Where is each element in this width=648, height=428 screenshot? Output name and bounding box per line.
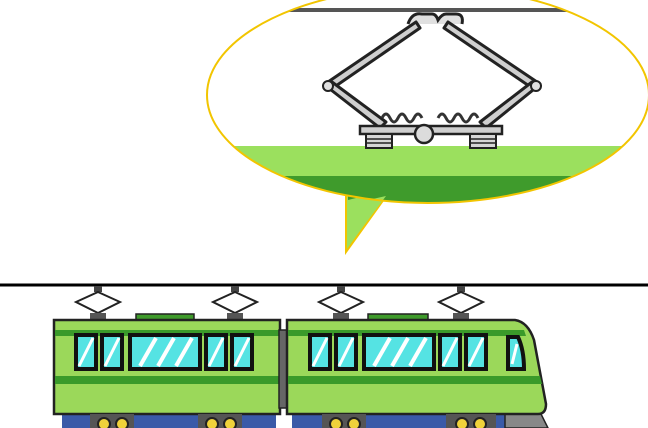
zoom-callout-bubble — [206, 0, 648, 256]
pantograph-small-1 — [73, 286, 123, 319]
bubble-roof-dark-band — [207, 176, 648, 203]
car-1-wheels — [90, 414, 242, 428]
train-car-2 — [285, 313, 549, 428]
pantograph-small-2 — [210, 286, 260, 319]
pantograph-pivot — [413, 123, 435, 145]
pantograph-small-3 — [316, 286, 366, 319]
bubble-roof-band — [207, 146, 648, 176]
car-2-windows — [308, 333, 527, 371]
train-car-1 — [52, 313, 282, 428]
car-2-wheels — [322, 414, 496, 428]
car-1-windows — [74, 333, 254, 371]
pantograph-closeup — [322, 12, 542, 149]
bubble-outline — [206, 0, 648, 204]
pantograph-small-4 — [436, 286, 486, 319]
